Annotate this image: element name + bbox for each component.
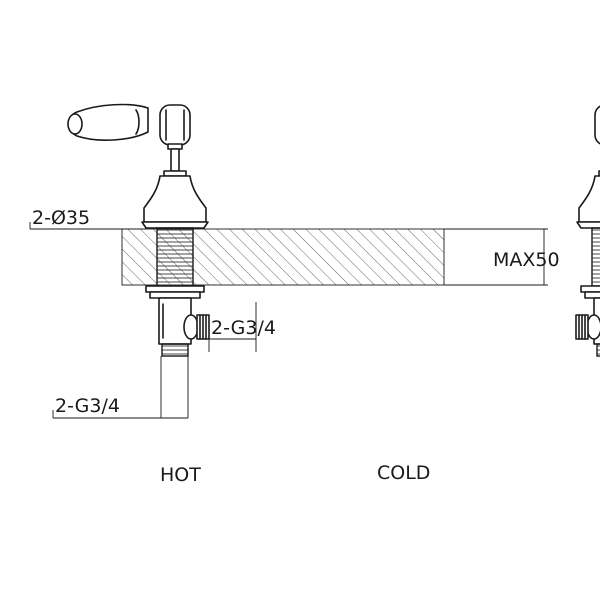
bottom-inlet-dimension — [52, 410, 188, 419]
max-thickness-label: MAX50 — [493, 249, 560, 271]
flange-dimension — [29, 222, 146, 230]
cold-valve — [575, 103, 600, 357]
bottom-inlet-label: 2-G3/4 — [55, 395, 120, 417]
flange-diameter-label: 2-Ø35 — [32, 207, 90, 229]
cold-caption: COLD — [377, 462, 430, 484]
max-thickness-dimension — [444, 228, 548, 286]
side-inlet-dimension — [208, 302, 257, 352]
hot-supply-line — [160, 356, 189, 418]
hot-caption: HOT — [160, 464, 201, 486]
side-inlet-label: 2-G3/4 — [211, 317, 276, 339]
